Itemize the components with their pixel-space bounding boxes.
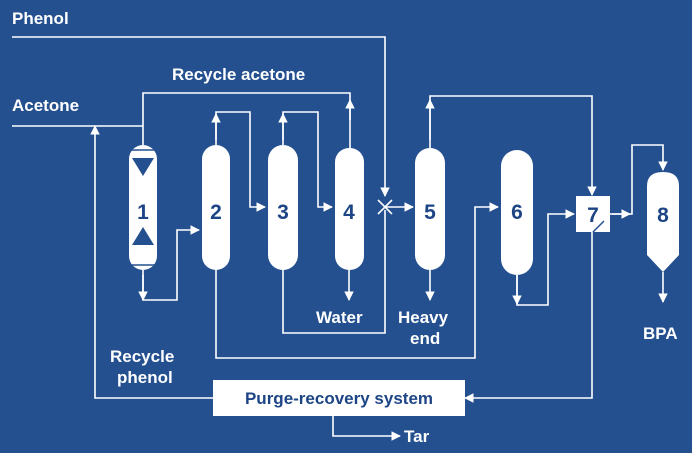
stream-3-bottom-to-5 [282,210,386,334]
recycle-phenol-label-line2: phenol [117,368,173,387]
unit-4-label: 4 [343,201,355,224]
stream-2-bottom-to-6 [215,202,499,359]
water-label: Water [316,308,363,327]
tar-label: Tar [404,427,430,446]
unit-5-column: 5 [415,148,445,270]
tar-out-line [332,416,401,441]
phenol-label: Phenol [12,9,69,28]
unit-5-label: 5 [424,201,436,224]
heavy-end-label-line2: end [410,329,440,348]
unit-1-label: 1 [137,201,149,224]
bpa-label: BPA [643,324,678,343]
unit-6-column: 6 [501,150,533,275]
recycle-acetone-label: Recycle acetone [172,65,305,84]
unit-1-reactor: 1 [129,145,157,270]
heavy-end-label-line1: Heavy [398,308,449,327]
recycle-phenol-label-line1: Recycle [110,347,174,366]
purge-recovery-label: Purge-recovery system [245,389,433,408]
stream-7-to-purge [464,232,593,403]
unit-3-label: 3 [277,201,289,224]
unit-2-label: 2 [210,201,222,224]
unit-2-column: 2 [202,145,230,270]
unit-7-label: 7 [587,204,599,227]
unit-6-label: 6 [511,201,523,224]
unit-8-crystallizer: 8 [647,172,679,272]
acetone-label: Acetone [12,96,79,115]
phenol-feed-line [12,36,390,197]
purge-recovery-box: Purge-recovery system [213,380,465,416]
merge-valve [377,199,393,215]
unit-8-label: 8 [657,204,669,227]
recycle-phenol-line [90,125,213,399]
unit-3-column: 3 [268,145,298,270]
unit-4-column: 4 [335,148,364,270]
recycle-acetone-line [142,92,351,148]
unit-7-filter: 7 [576,196,610,233]
